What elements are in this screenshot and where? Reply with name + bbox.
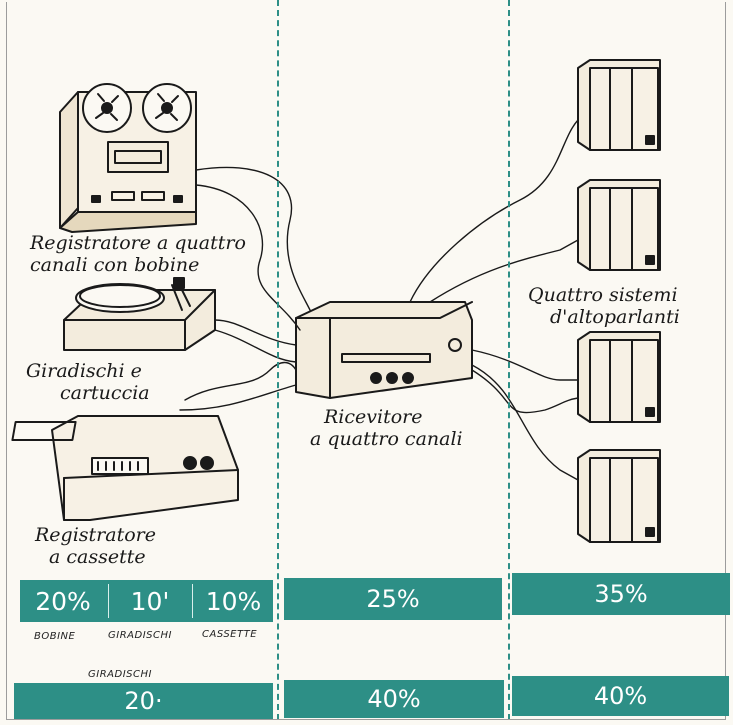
sublabel-cassette: CASSETTE [202, 629, 257, 640]
reel-recorder-label: Registratore a quattro canali con bobine [30, 232, 246, 276]
row2-sublabel-giradischi: GIRADISCHI [88, 669, 152, 680]
turntable-label: Giradischi e cartuccia [26, 360, 150, 404]
receiver-label: Ricevitore a quattro canali [310, 406, 463, 450]
sublabel-bobine: BOBINE [34, 631, 75, 642]
cassette-label: Registratore a cassette [35, 524, 156, 568]
row1-middle-bar: 25% [284, 578, 502, 620]
sublabel-giradischi: GIRADISCHI [108, 630, 172, 641]
row1-right-bar: 35% [512, 573, 730, 615]
row1-cassette-value: 10% [194, 580, 273, 622]
row1-giradischi-value: 10' [110, 580, 190, 622]
speakers-label: Quattro sistemi d'altoparlanti [528, 284, 680, 328]
row1-bobine-value: 20% [20, 580, 106, 622]
row1-left-bar: 20% 10' 10% [20, 580, 273, 622]
row2-middle-bar: 40% [284, 680, 504, 718]
row1-separator [108, 584, 109, 618]
row2-left-bar: 20· [14, 683, 273, 719]
row1-separator [192, 584, 193, 618]
row2-right-bar: 40% [512, 676, 729, 716]
